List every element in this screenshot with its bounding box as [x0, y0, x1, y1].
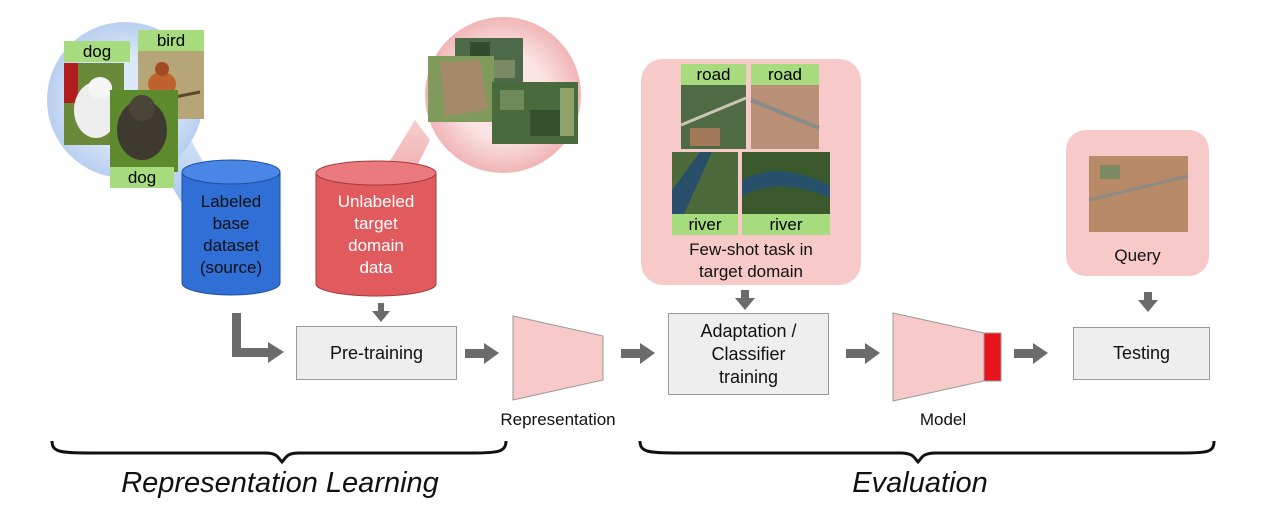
road-image-1 — [680, 84, 747, 149]
dog-image-1 — [64, 63, 124, 145]
representation-trapezoid — [512, 315, 604, 401]
testing-label: Testing — [1112, 343, 1171, 363]
representation-label: Representation — [500, 410, 616, 429]
source-label-dog-2: dog — [110, 167, 174, 188]
satellite-image-2 — [428, 56, 494, 122]
evaluation-phase-label: Evaluation — [852, 467, 988, 499]
query-label: Query — [1114, 246, 1161, 265]
fewshot-label-river-1: river — [672, 214, 738, 235]
testing-box: Testing — [1073, 327, 1210, 380]
representation-learning-phase-label: Representation Learning — [121, 467, 439, 499]
source-label-dog-1: dog — [64, 41, 130, 62]
pretraining-box: Pre-training — [296, 326, 457, 380]
unlabeled-dataset-cylinder — [315, 160, 437, 297]
model-label: Model — [919, 410, 967, 429]
fewshot-label-road-2: road — [751, 64, 819, 85]
fewshot-label-road-1: road — [681, 64, 746, 85]
labeled-dataset-cylinder — [181, 159, 281, 296]
fewshot-label-river-2: river — [742, 214, 830, 235]
left-brace — [50, 440, 508, 465]
arrows — [232, 290, 1158, 364]
query-image — [1088, 156, 1189, 232]
model-shape — [892, 312, 1002, 402]
right-brace — [638, 440, 1216, 465]
pretraining-label: Pre-training — [329, 342, 424, 363]
satellite-image-3 — [492, 82, 578, 144]
river-image-1 — [672, 152, 738, 214]
river-image-2 — [742, 152, 830, 214]
road-image-2 — [750, 84, 820, 149]
dog-image-2 — [110, 90, 178, 172]
source-label-bird: bird — [138, 30, 204, 51]
